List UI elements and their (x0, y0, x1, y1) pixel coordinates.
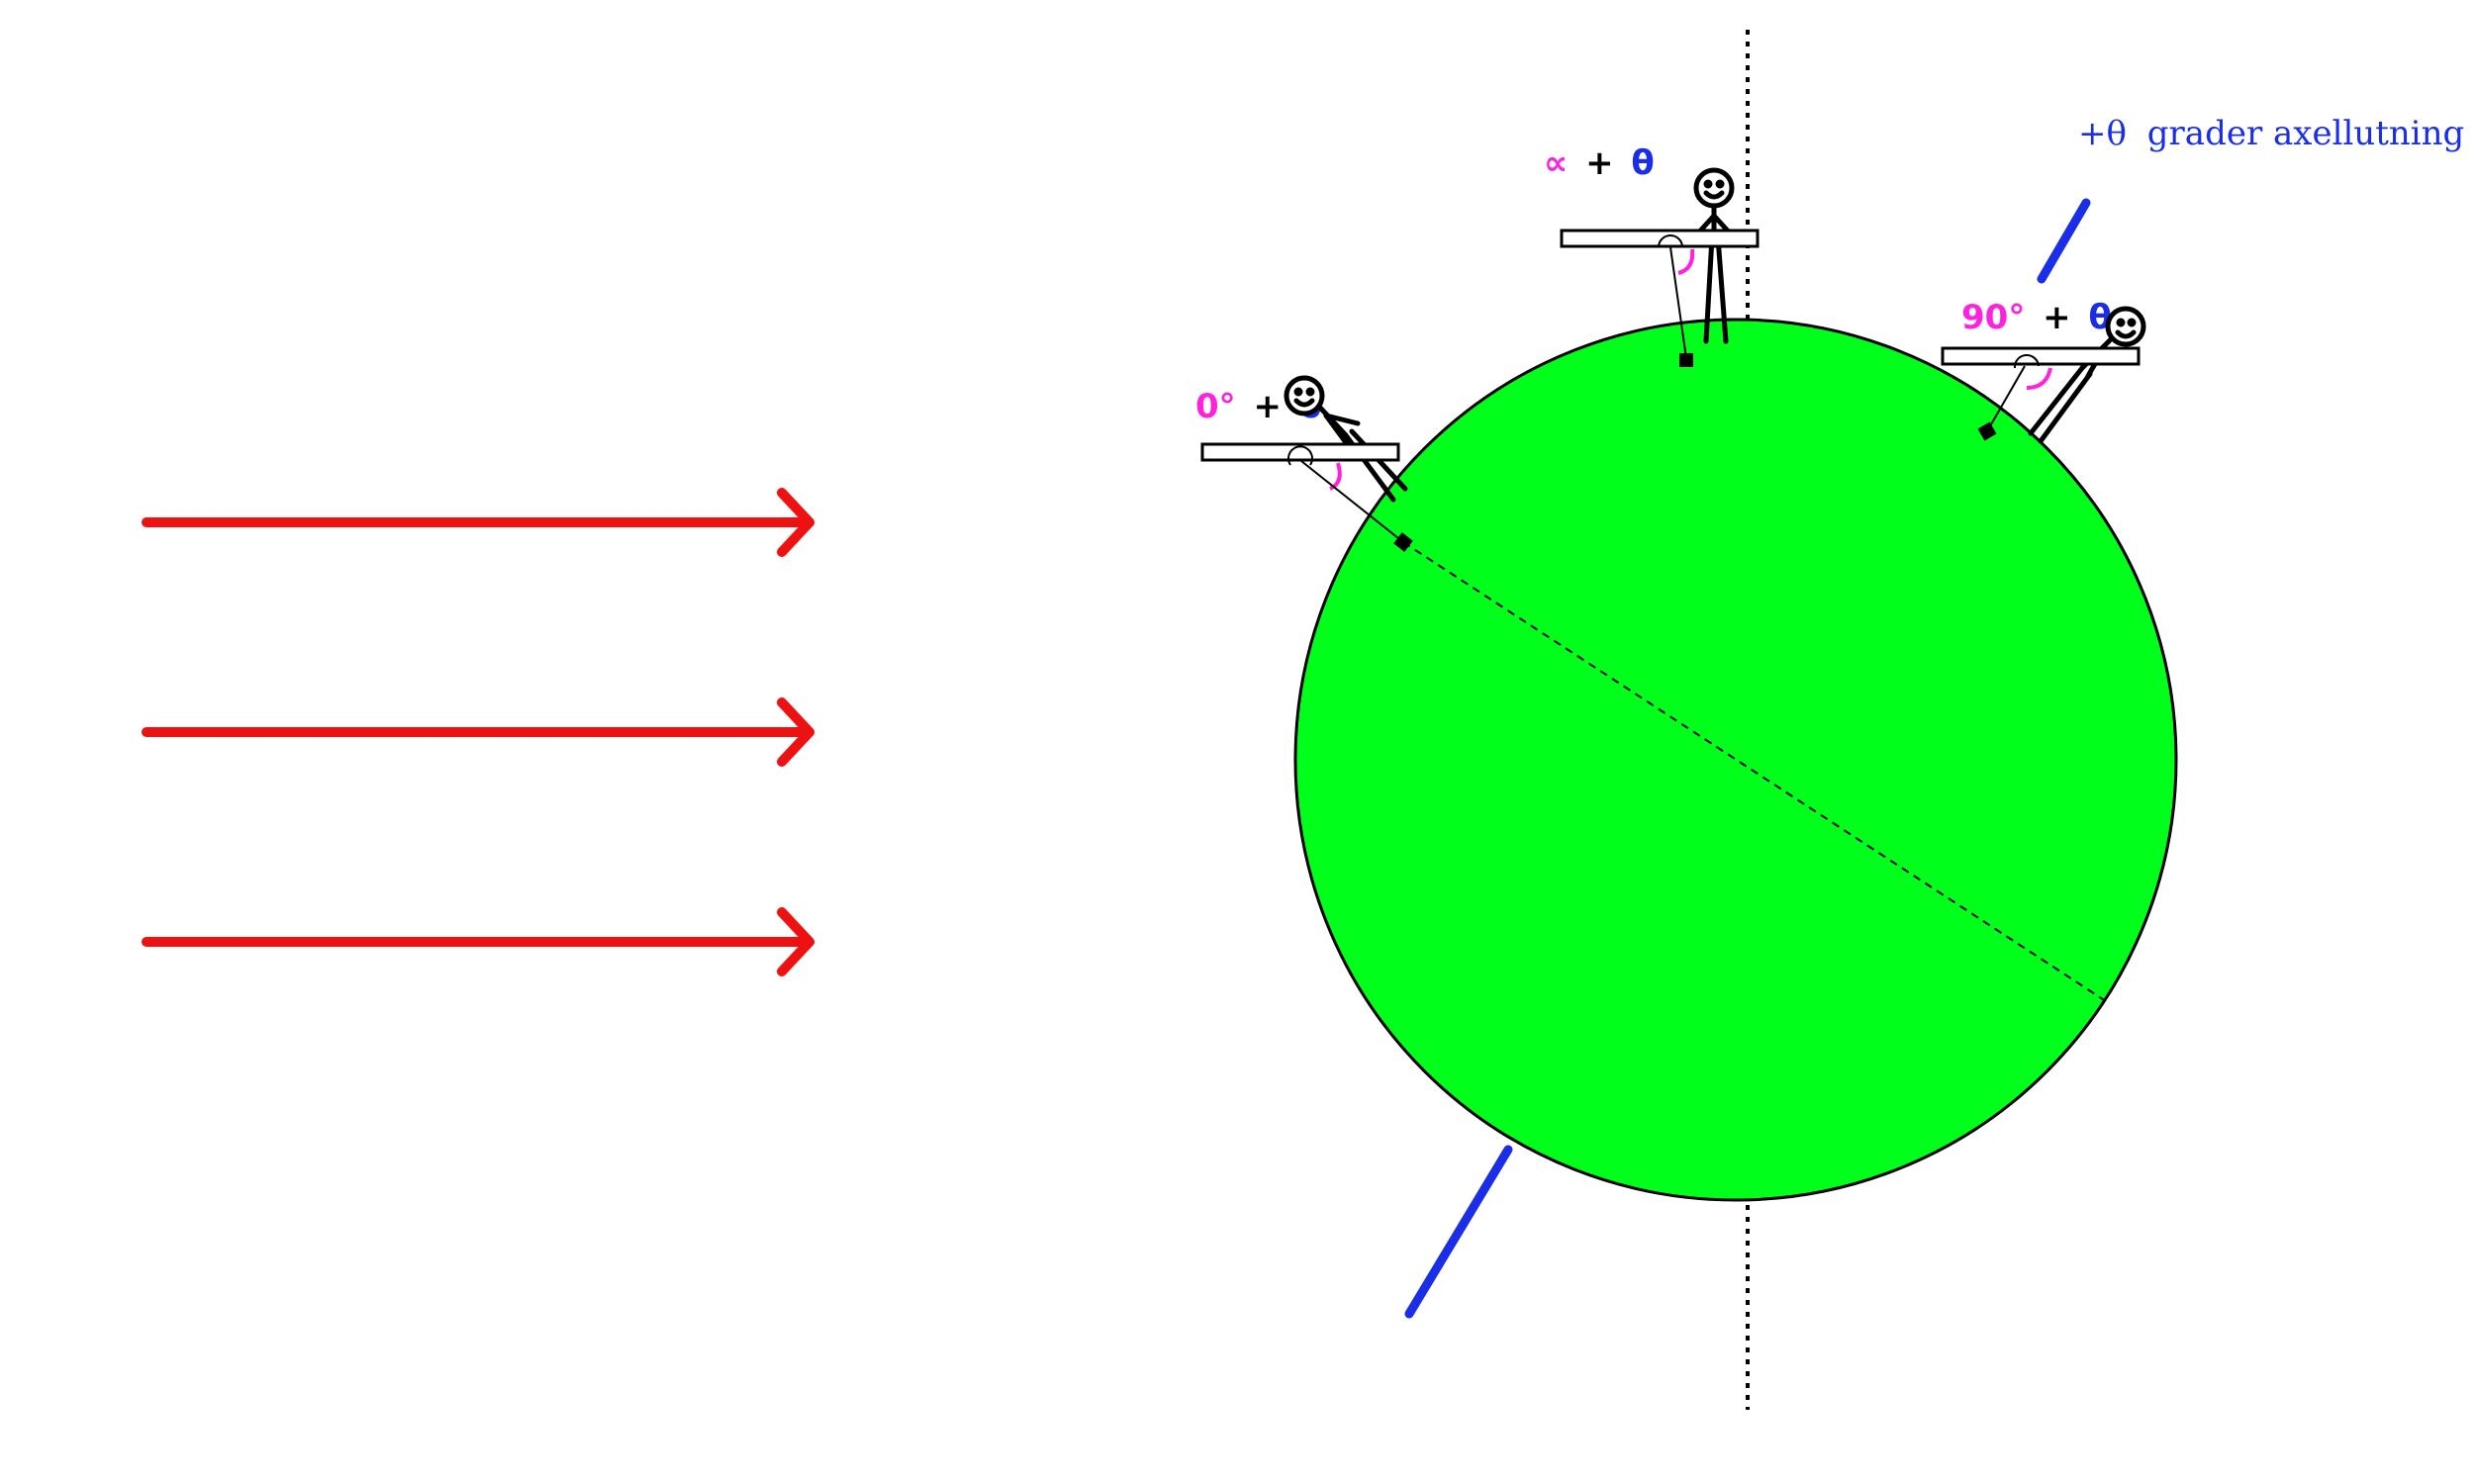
sun-ray-arrow-icon (142, 488, 814, 557)
plus-sign: + (2043, 298, 2071, 337)
angle-label-top: ∝ + θ (1544, 143, 1655, 183)
tilt-caption: +θ grader axellutning (2078, 114, 2464, 153)
globe-diameter-line (1402, 541, 2107, 1002)
plus-sign: + (1585, 143, 1614, 183)
globe (1293, 318, 2178, 1202)
angle-arc-icon (2026, 367, 2052, 390)
angle-arc-icon (1287, 445, 1313, 466)
plumb-bob-icon (1393, 532, 1413, 552)
tilted-axis-bottom (1404, 1145, 1513, 1319)
board (1941, 346, 2141, 366)
plumb-bob-icon (1679, 353, 1693, 367)
observer-left: 0° + θ (1195, 375, 1413, 552)
tilt-caption-text: grader axellutning (2147, 114, 2465, 153)
angle-label-right: 90° + θ (1961, 298, 2112, 337)
angle-arc-icon (2013, 354, 2040, 369)
plus-sign: + (1254, 387, 1283, 426)
angle-arc-icon (1329, 462, 1342, 491)
stick-figure-icon (1284, 375, 1408, 503)
plumb-bob-icon (1977, 421, 1997, 441)
plumb-line (1300, 460, 1404, 543)
tilt-caption-prefix: +θ (2078, 114, 2127, 153)
observer-right: 90° + θ (1941, 298, 2146, 444)
theta-symbol: θ (1631, 143, 1654, 183)
sun-rays (142, 488, 814, 976)
board (1200, 442, 1400, 462)
angle-arc-icon (1658, 234, 1683, 248)
angle-arc-icon (1677, 248, 1695, 275)
plumb-line (1986, 365, 2026, 432)
angle-value-right: 90° (1961, 298, 2025, 337)
plumb-line (1669, 246, 1687, 359)
angle-value-top: ∝ (1544, 143, 1568, 183)
sun-ray-arrow-icon (142, 697, 814, 767)
stick-figure-icon (1691, 167, 1737, 344)
sun-ray-arrow-icon (142, 907, 814, 976)
angle-value-left: 0° (1195, 387, 1236, 426)
tilted-axis-top (2037, 198, 2091, 284)
observer-top: ∝ + θ (1544, 143, 1760, 367)
